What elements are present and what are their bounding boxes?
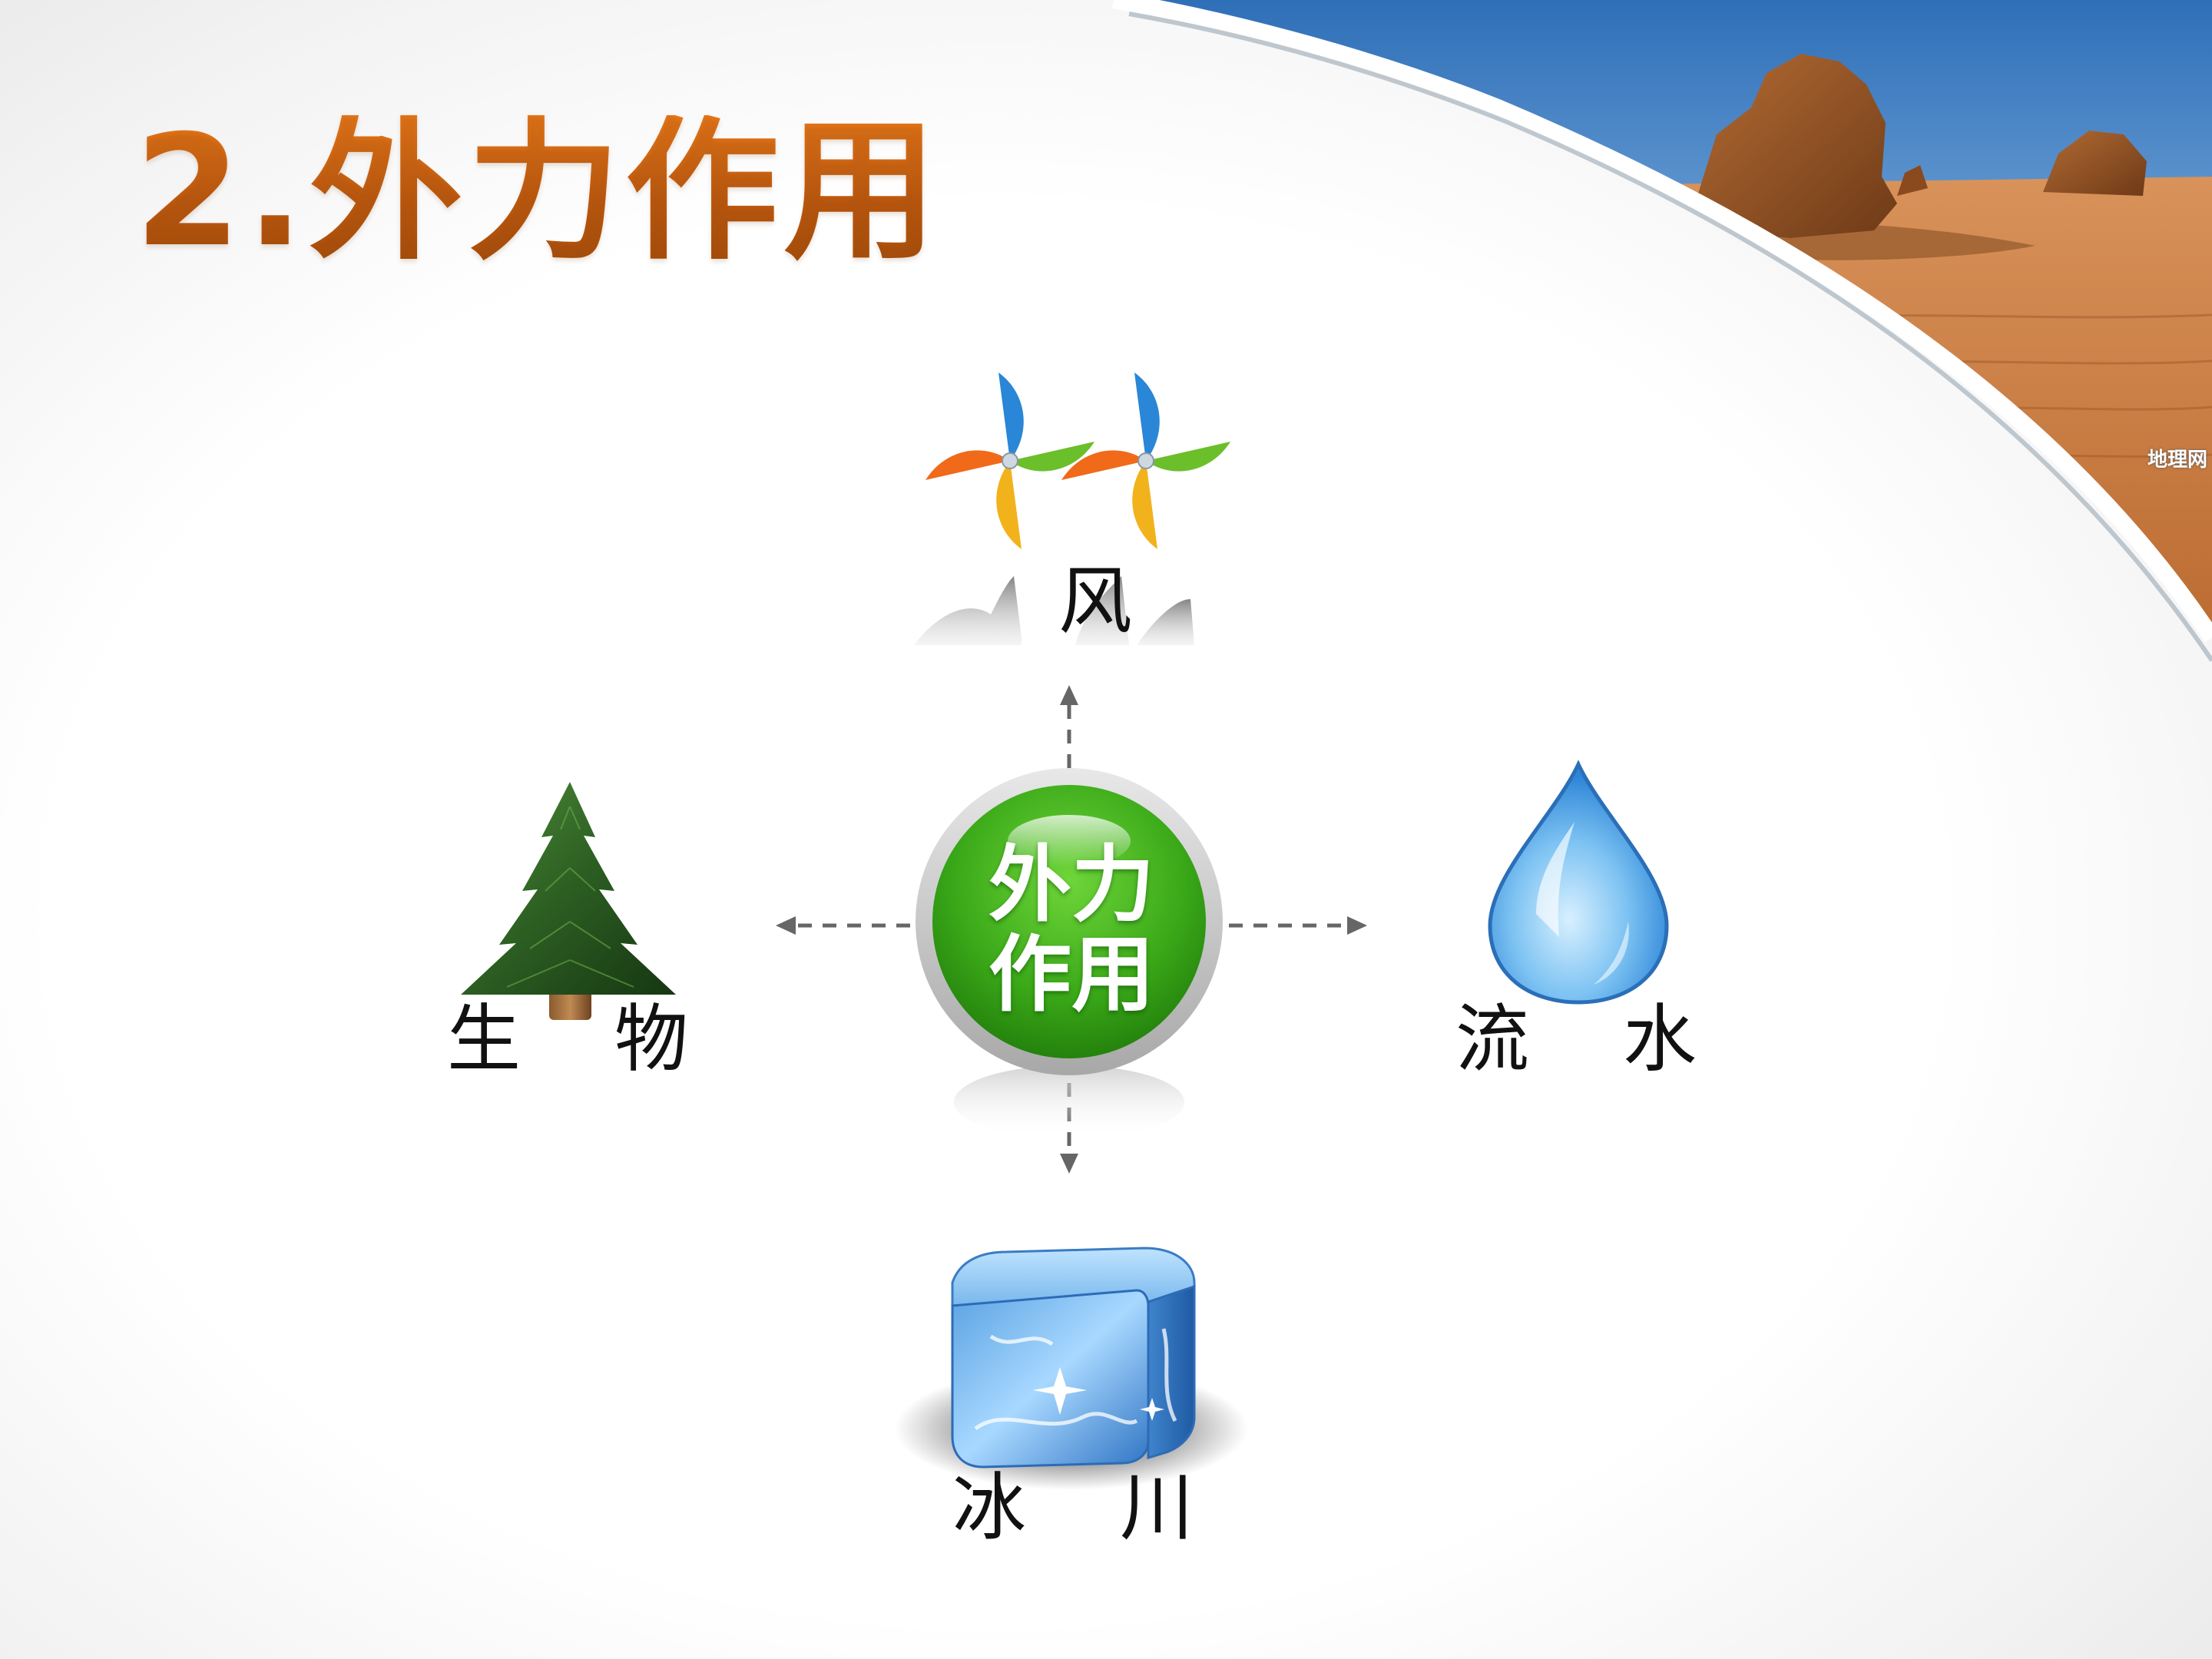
pine-tree-icon: [461, 782, 676, 1020]
ice-cube-icon: [895, 1247, 1248, 1490]
node-label-wind: 风: [1058, 558, 1132, 644]
center-node-label: 外力 作用: [933, 837, 1210, 1023]
node-label-water: 流 水: [1455, 996, 1697, 1082]
node-label-glacier: 冰 川: [952, 1465, 1194, 1551]
water-drop-icon: [1488, 760, 1669, 1005]
page-title: 2.外力作用: [134, 102, 942, 281]
node-label-biology: 生 物: [447, 996, 689, 1082]
center-line-2: 作用: [988, 926, 1154, 1023]
watermark-text: 地理网: [2147, 449, 2207, 472]
pinwheel-icon: [914, 373, 1230, 645]
center-node: [916, 768, 1223, 1133]
center-line-1: 外力: [988, 837, 1154, 933]
